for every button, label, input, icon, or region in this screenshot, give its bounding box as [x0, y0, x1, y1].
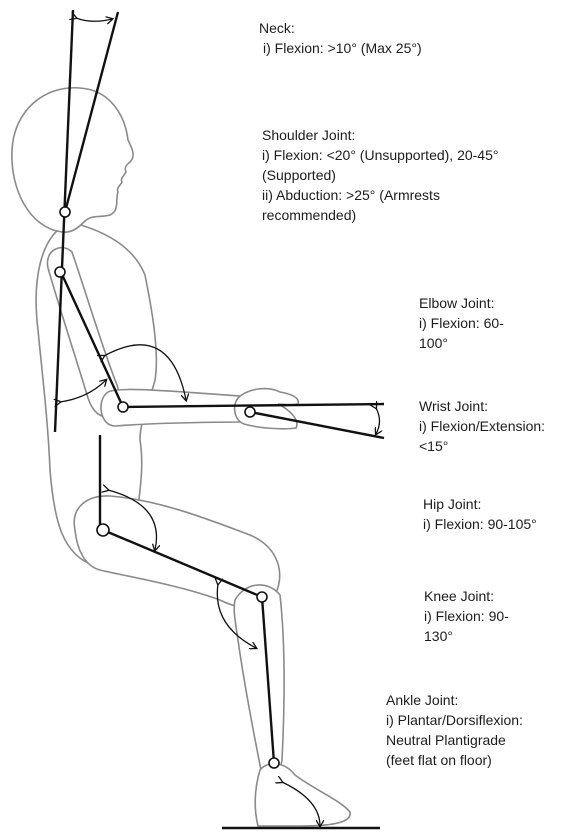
neck-title: Neck:	[259, 18, 422, 38]
neck-line-1: i) Flexion: >10° (Max 25°)	[259, 38, 422, 58]
shoulder-line-2: (Supported)	[262, 165, 498, 185]
ankle-line-2: Neutral Plantigrade	[386, 730, 523, 750]
ankle-line-1: i) Plantar/Dorsiflexion:	[386, 710, 523, 730]
ankle-title: Ankle Joint:	[386, 690, 523, 710]
hand-outline	[235, 389, 299, 429]
shin-outline	[234, 585, 284, 777]
shoulder-line-3: ii) Abduction: >25° (Armrests	[262, 185, 498, 205]
knee-label: Knee Joint: i) Flexion: 90- 130°	[424, 586, 509, 646]
shoulder-line-4: recommended)	[262, 205, 498, 225]
knee-line-2: 130°	[424, 626, 509, 646]
elbow-joint-marker	[118, 402, 128, 412]
ankle-line-3: (feet flat on floor)	[386, 750, 523, 770]
knee-joint-marker	[257, 592, 267, 602]
head-outline	[12, 88, 133, 232]
knee-line-1: i) Flexion: 90-	[424, 606, 509, 626]
wrist-angle-arc	[376, 408, 380, 434]
neck-label: Neck: i) Flexion: >10° (Max 25°)	[259, 18, 422, 58]
shoulder-line-1: i) Flexion: <20° (Unsupported), 20-45°	[262, 145, 498, 165]
shoulder-title: Shoulder Joint:	[262, 125, 498, 145]
hip-line-1: i) Flexion: 90-105°	[423, 514, 537, 534]
neck-joint-marker	[60, 207, 70, 217]
ankle-joint-marker	[269, 758, 279, 768]
hip-joint-marker	[97, 524, 109, 536]
elbow-title: Elbow Joint:	[419, 293, 504, 313]
elbow-line-2: 100°	[419, 333, 504, 353]
knee-title: Knee Joint:	[424, 586, 509, 606]
wrist-title: Wrist Joint:	[419, 396, 545, 416]
wrist-label: Wrist Joint: i) Flexion/Extension: <15°	[419, 396, 545, 456]
hip-title: Hip Joint:	[423, 494, 537, 514]
elbow-line-1: i) Flexion: 60-	[419, 313, 504, 333]
elbow-label: Elbow Joint: i) Flexion: 60- 100°	[419, 293, 504, 353]
hip-label: Hip Joint: i) Flexion: 90-105°	[423, 494, 537, 534]
ankle-label: Ankle Joint: i) Plantar/Dorsiflexion: Ne…	[386, 690, 523, 770]
wrist-line-2: <15°	[419, 436, 545, 456]
shoulder-label: Shoulder Joint: i) Flexion: <20° (Unsupp…	[262, 125, 498, 225]
wrist-joint-marker	[245, 407, 255, 417]
shoulder-joint-marker	[55, 267, 65, 277]
wrist-line-1: i) Flexion/Extension:	[419, 416, 545, 436]
neck-angle-arc	[76, 18, 112, 21]
